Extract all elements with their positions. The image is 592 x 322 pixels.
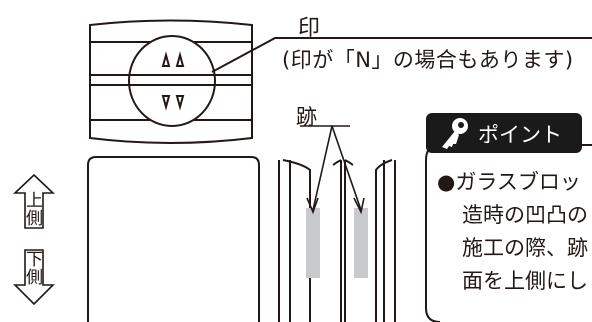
- up-label-2: 側: [26, 209, 43, 229]
- mark-circle: [128, 35, 216, 127]
- mark-leader-line: [211, 37, 289, 73]
- block-side-view: [278, 159, 396, 322]
- mark-symbol-1: [161, 51, 171, 67]
- block-top-view: [89, 19, 253, 144]
- up-arrow-icon: [12, 173, 56, 229]
- mark-label: 印: [298, 16, 321, 41]
- up-label-1: 上: [26, 191, 43, 211]
- mark-symbol-4: [175, 95, 185, 111]
- point-line-3: 施工の際、跡: [462, 236, 588, 260]
- point-line-1: ●ガラスブロッ: [437, 170, 581, 194]
- mark-symbol-2: [175, 51, 185, 67]
- mark-note: (印が「N」の場合もあります): [282, 48, 574, 72]
- point-badge-title: ポイント: [478, 123, 562, 147]
- trace-leader-lines: [300, 125, 365, 215]
- down-label-1: 下: [26, 250, 43, 270]
- trace-mark-right: [354, 208, 368, 278]
- down-label-2: 側: [26, 268, 43, 288]
- key-icon: [442, 118, 468, 149]
- mark-symbols: [161, 51, 185, 111]
- point-line-4: 面を上側にし: [462, 269, 588, 293]
- trace-label: 跡: [296, 105, 317, 129]
- block-top-outline: [89, 19, 253, 144]
- mark-symbol-3: [161, 95, 171, 111]
- point-line-2: 造時の凹凸の: [462, 203, 588, 227]
- trace-mark-left: [306, 208, 320, 278]
- block-front-view: [87, 156, 260, 322]
- block-front-outline: [87, 156, 260, 322]
- down-arrow-icon: [13, 249, 55, 306]
